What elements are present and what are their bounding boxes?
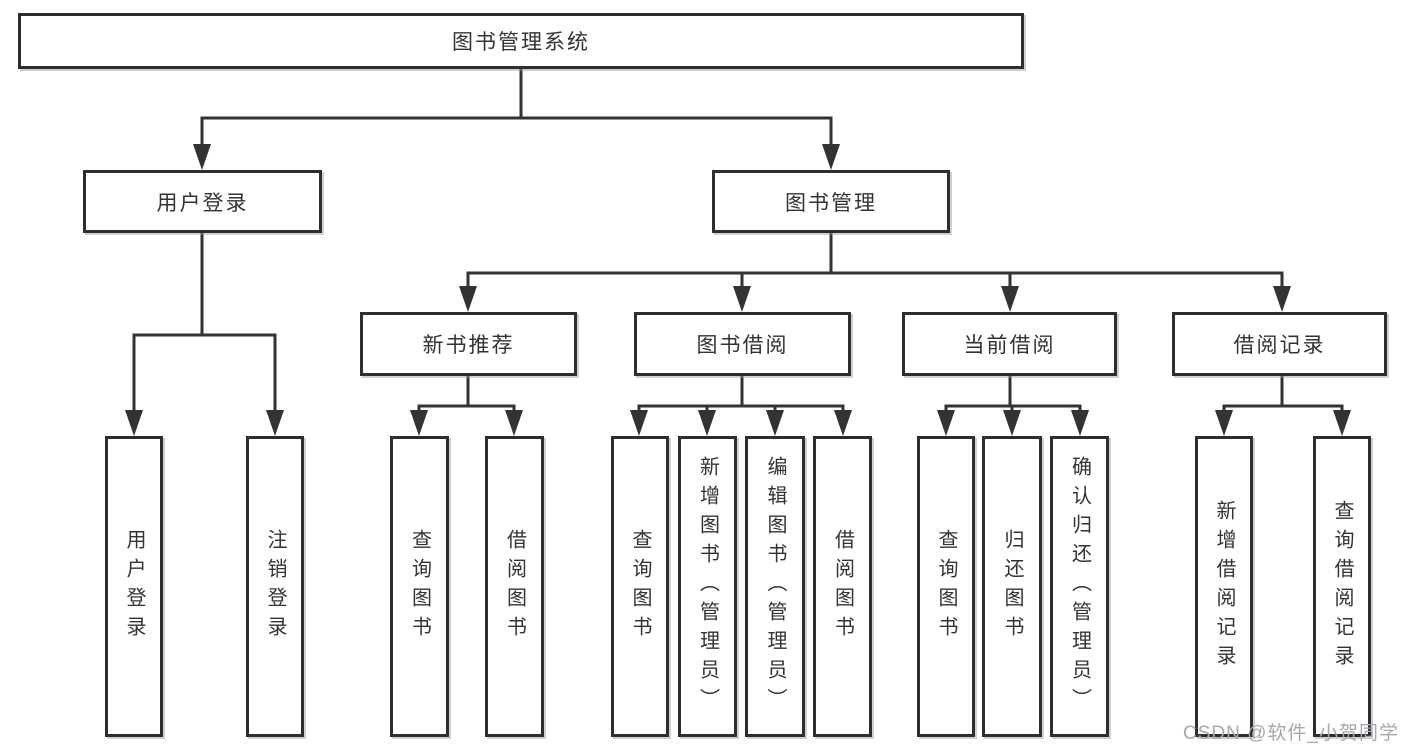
node-borrowing-records-label: 借阅记录 bbox=[1233, 334, 1326, 357]
csdn-watermark: CSDN @软件_小贺同学 bbox=[1183, 723, 1399, 744]
leaf-logout: 注销登录 bbox=[246, 436, 304, 737]
leaf-query-books-recommend-label: 查询图书 bbox=[408, 528, 431, 645]
leaf-query-books-current-label: 查询图书 bbox=[935, 528, 957, 645]
leaf-query-books-current: 查询图书 bbox=[917, 436, 975, 737]
node-user-login: 用户登录 bbox=[83, 170, 322, 233]
node-new-book-recommendation-label: 新书推荐 bbox=[422, 334, 515, 357]
leaf-query-books-borrowing-label: 查询图书 bbox=[629, 528, 651, 645]
leaf-borrow-books-recommend-label: 借阅图书 bbox=[503, 528, 526, 645]
leaf-borrow-books-recommend: 借阅图书 bbox=[485, 436, 544, 737]
node-library-management-system-label: 图书管理系统 bbox=[452, 31, 590, 54]
node-library-management-system: 图书管理系统 bbox=[18, 13, 1024, 69]
leaf-edit-book-admin: 编辑图书（管理员） bbox=[745, 436, 805, 737]
arrowheads bbox=[125, 144, 1351, 436]
node-book-borrowing-label: 图书借阅 bbox=[696, 334, 789, 357]
node-new-book-recommendation: 新书推荐 bbox=[360, 312, 577, 376]
leaf-borrow-books-borrowing-label: 借阅图书 bbox=[831, 528, 854, 645]
leaf-add-book-admin-label: 新增图书（管理员） bbox=[696, 456, 719, 717]
node-current-borrowing: 当前借阅 bbox=[902, 312, 1117, 376]
leaf-confirm-return-admin-label: 确认归还（管理员） bbox=[1068, 456, 1091, 717]
leaf-edit-book-admin-label: 编辑图书（管理员） bbox=[764, 456, 786, 717]
leaf-query-borrow-record-label: 查询借阅记录 bbox=[1331, 499, 1353, 674]
node-current-borrowing-label: 当前借阅 bbox=[963, 334, 1056, 357]
node-user-login-label: 用户登录 bbox=[156, 191, 249, 215]
leaf-add-book-admin: 新增图书（管理员） bbox=[678, 436, 737, 737]
leaf-user-login: 用户登录 bbox=[105, 436, 163, 737]
leaf-borrow-books-borrowing: 借阅图书 bbox=[813, 436, 872, 737]
leaf-logout-label: 注销登录 bbox=[264, 528, 286, 645]
leaf-add-borrow-record: 新增借阅记录 bbox=[1195, 436, 1253, 737]
leaf-confirm-return-admin: 确认归还（管理员） bbox=[1050, 436, 1109, 737]
leaf-user-login-label: 用户登录 bbox=[123, 528, 145, 645]
leaf-return-books: 归还图书 bbox=[982, 436, 1042, 737]
node-book-management: 图书管理 bbox=[712, 170, 950, 233]
leaf-return-books-label: 归还图书 bbox=[1001, 528, 1023, 645]
node-book-management-label: 图书管理 bbox=[785, 191, 877, 215]
leaf-query-borrow-record: 查询借阅记录 bbox=[1313, 436, 1371, 737]
node-book-borrowing: 图书借阅 bbox=[634, 312, 851, 376]
node-borrowing-records: 借阅记录 bbox=[1172, 312, 1387, 376]
leaf-query-books-borrowing: 查询图书 bbox=[611, 436, 669, 737]
leaf-add-borrow-record-label: 新增借阅记录 bbox=[1213, 499, 1235, 674]
leaf-query-books-recommend: 查询图书 bbox=[390, 436, 449, 737]
